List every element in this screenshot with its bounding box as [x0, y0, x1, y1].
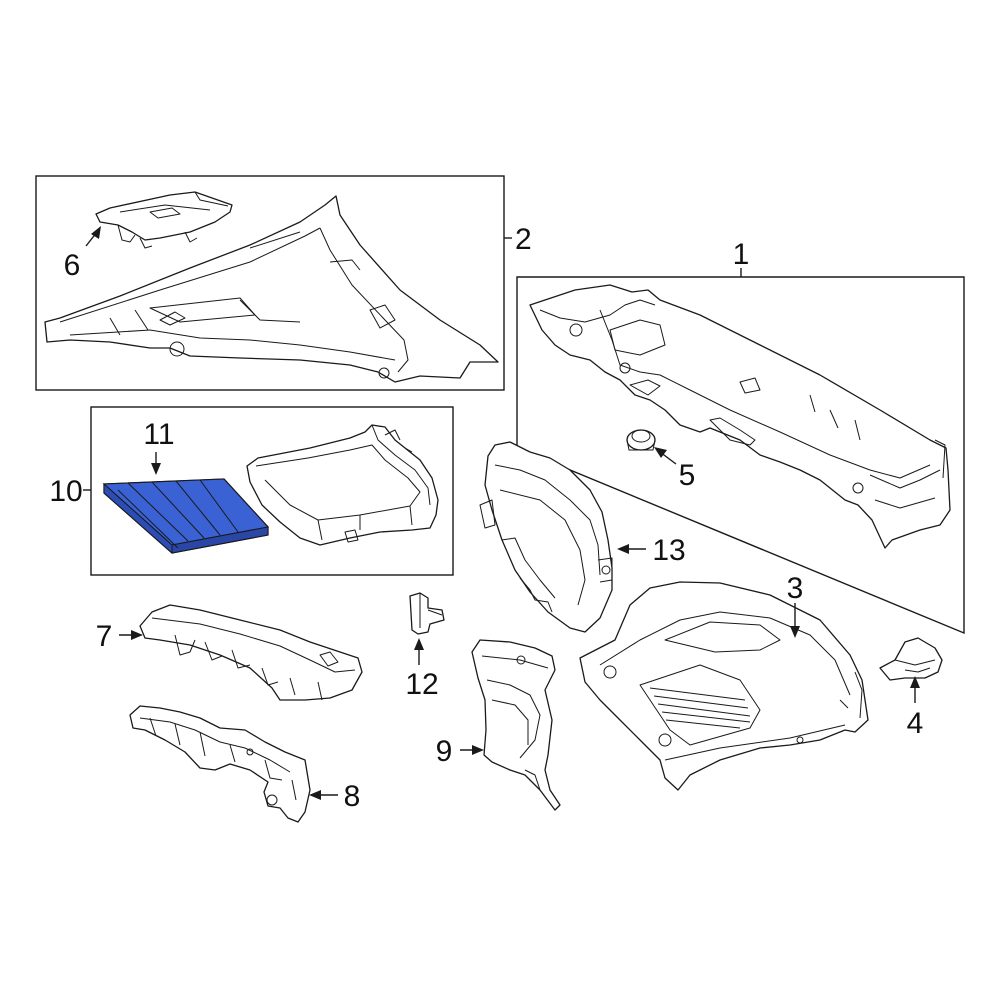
- group-box-1: [516, 276, 965, 635]
- cover-panel-part-3[interactable]: [579, 581, 869, 791]
- callout-8: 8: [344, 780, 361, 813]
- leader-8: [309, 790, 338, 800]
- leader-7: [119, 630, 143, 640]
- callout-1: 1: [733, 238, 750, 271]
- leader-6: [85, 226, 101, 247]
- leader-11: [151, 452, 161, 475]
- duct-part-13[interactable]: [479, 441, 613, 633]
- bracket-part-8[interactable]: [129, 705, 311, 823]
- callout-11: 11: [143, 418, 174, 451]
- leader-3: [790, 603, 800, 638]
- cowl-panel-part-1[interactable]: [529, 284, 951, 549]
- duct-part-9[interactable]: [471, 639, 561, 811]
- callout-5: 5: [679, 459, 696, 492]
- cover-panel-part-6[interactable]: [95, 191, 233, 249]
- callout-4: 4: [907, 707, 924, 740]
- callout-10: 10: [49, 475, 82, 508]
- callout-7: 7: [96, 620, 113, 653]
- cowl-cover-part-2[interactable]: [44, 195, 499, 383]
- cabin-air-filter-part-11[interactable]: [102, 478, 270, 555]
- leader-12: [414, 638, 424, 665]
- clip-part-4[interactable]: [879, 637, 943, 681]
- leader-9: [460, 745, 484, 755]
- filter-housing-part[interactable]: [246, 424, 439, 546]
- grommet-part-5[interactable]: [626, 429, 656, 451]
- bracket-part-7[interactable]: [139, 604, 363, 701]
- leader-13: [617, 544, 646, 554]
- leader-4: [910, 676, 920, 703]
- callout-3: 3: [787, 572, 804, 605]
- callout-12: 12: [405, 668, 438, 701]
- group-box-10: [90, 406, 454, 576]
- sensor-part-12[interactable]: [409, 592, 445, 635]
- callout-6: 6: [64, 249, 81, 282]
- leader-5: [654, 447, 677, 465]
- group-box-2: [35, 175, 505, 391]
- callout-13: 13: [652, 534, 685, 567]
- callout-9: 9: [436, 735, 453, 768]
- callout-2: 2: [515, 223, 532, 256]
